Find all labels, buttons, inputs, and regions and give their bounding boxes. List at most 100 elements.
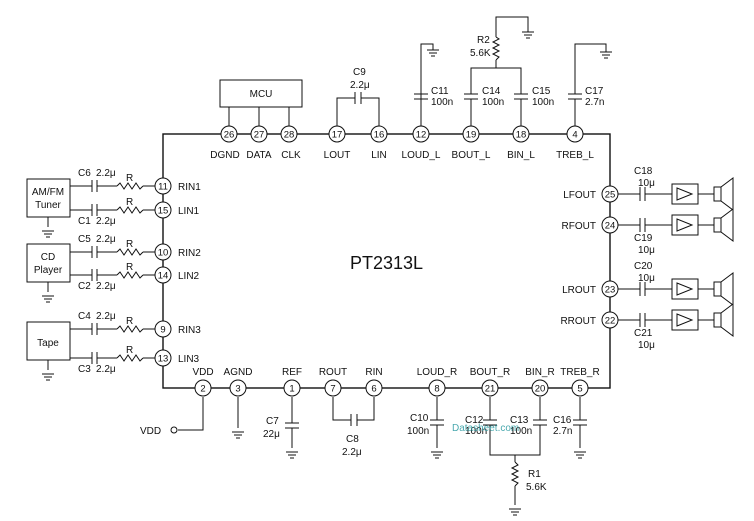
input-resistor-6 [116, 354, 144, 362]
pin-left-10-number: 10 [158, 248, 169, 259]
c17-value: 2.7n [585, 97, 604, 108]
c11-value: 100n [431, 97, 453, 108]
pin-label-bout_l: BOUT_L [452, 150, 491, 161]
speaker-icon-2 [713, 217, 722, 233]
pin-left-15-number: 15 [158, 206, 169, 217]
speaker-icon-1 [713, 186, 722, 202]
input-resistor-label-2: R [126, 197, 133, 208]
pin-label-rrout: RROUT [560, 316, 596, 327]
c11-name: C11 [431, 86, 449, 97]
pin-bottom-20-circle [531, 379, 549, 397]
pin-label-rout: ROUT [319, 367, 347, 378]
pin-label-data: DATA [246, 150, 272, 161]
pin-bottom-2-circle [194, 379, 212, 397]
pin-top-26-number: 26 [224, 130, 235, 141]
pin-label-lin3: LIN3 [178, 354, 200, 365]
input-resistor-3 [116, 248, 144, 256]
pin-top-16-circle [370, 125, 388, 143]
pin-top-12-number: 12 [416, 130, 427, 141]
input-cap-name-c5: C5 [78, 234, 91, 245]
speaker-icon-4 [713, 312, 722, 328]
pin-top-28-number: 28 [284, 130, 295, 141]
pin-label-bin_l: BIN_L [507, 150, 535, 161]
input-resistor-2 [116, 206, 144, 214]
pin-label-rin: RIN [365, 367, 382, 378]
r1-name: R1 [528, 469, 541, 480]
input-cap-value-c3: 2.2μ [96, 364, 116, 375]
pin-bottom-5-number: 5 [577, 384, 582, 395]
input-resistor-label-5: R [126, 316, 133, 327]
c13-name: C13 [510, 415, 529, 426]
pin-bottom-8-number: 8 [434, 384, 439, 395]
pin-label-treb_r: TREB_R [560, 367, 599, 378]
pin-label-dgnd: DGND [210, 150, 239, 161]
output-cap-name-c19: C19 [634, 233, 653, 244]
c8-value: 2.2μ [342, 447, 362, 458]
input-resistor-1 [116, 182, 144, 190]
output-cap-name-c20: C20 [634, 261, 653, 272]
c12-value: 100n [465, 426, 487, 437]
pin-label-vdd: VDD [192, 367, 213, 378]
pin-label-rin3: RIN3 [178, 325, 201, 336]
input-cap-name-c2: C2 [78, 281, 91, 292]
input-cap-value-c4: 2.2μ [96, 311, 116, 322]
output-cap-name-c21: C21 [634, 328, 653, 339]
c12-name: C12 [465, 415, 484, 426]
pin-top-4-circle [566, 125, 584, 143]
pin-label-rfout: RFOUT [562, 221, 596, 232]
pin-bottom-1-number: 1 [289, 384, 294, 395]
pin-label-agnd: AGND [224, 367, 253, 378]
c7-value: 22μ [263, 429, 280, 440]
c10-name: C10 [410, 413, 429, 424]
input-cap-value-c5: 2.2μ [96, 234, 116, 245]
c14-value: 100n [482, 97, 504, 108]
pin-top-18-number: 18 [516, 130, 527, 141]
pin-bottom-5-circle [571, 379, 589, 397]
svg-text:CD: CD [41, 252, 55, 263]
c15-value: 100n [532, 97, 554, 108]
input-cap-name-c3: C3 [78, 364, 91, 375]
pin-bottom-20-number: 20 [535, 384, 546, 395]
input-resistor-5 [116, 325, 144, 333]
c13-value: 100n [510, 426, 532, 437]
pin-label-lout: LOUT [324, 150, 351, 161]
c8-name: C8 [346, 434, 359, 445]
input-cap-value-c2: 2.2μ [96, 281, 116, 292]
pin-left-14-number: 14 [158, 271, 169, 282]
pin-left-13-number: 13 [158, 354, 169, 365]
pin-bottom-2-number: 2 [200, 384, 205, 395]
output-cap-name-c18: C18 [634, 166, 653, 177]
c7-name: C7 [266, 416, 279, 427]
input-cap-name-c4: C4 [78, 311, 91, 322]
input-cap-value-c6: 2.2μ [96, 168, 116, 179]
input-resistor-label-6: R [126, 345, 133, 356]
c10-value: 100n [407, 426, 429, 437]
c16-name: C16 [553, 415, 572, 426]
watermark: Datasheet.com [452, 423, 519, 434]
vdd-terminal: VDD [140, 426, 161, 437]
pin-bottom-21-number: 21 [485, 384, 496, 395]
pin-bottom-3-circle [229, 379, 247, 397]
output-cap-value-c21: 10μ [638, 340, 655, 351]
c15-name: C15 [532, 86, 551, 97]
r1-value: 5.6K [526, 482, 547, 493]
pin-top-27-circle [250, 125, 268, 143]
pin-bottom-3-number: 3 [235, 384, 240, 395]
pin-top-12-circle [412, 125, 430, 143]
pin-left-11-number: 11 [158, 182, 168, 193]
svg-text:Tuner: Tuner [35, 200, 61, 211]
input-cap-name-c1: C1 [78, 216, 91, 227]
pin-label-loud_r: LOUD_R [417, 367, 458, 378]
pin-bottom-7-number: 7 [330, 384, 335, 395]
pin-label-lrout: LROUT [562, 285, 596, 296]
svg-text:AM/FM: AM/FM [32, 187, 64, 198]
c9-name: C9 [353, 67, 366, 78]
pin-top-16-number: 16 [374, 130, 385, 141]
r2-value: 5.6K [470, 48, 491, 59]
pin-top-17-circle [328, 125, 346, 143]
pin-bottom-1-circle [283, 379, 301, 397]
pin-label-ref: REF [282, 367, 302, 378]
pin-top-19-circle [462, 125, 480, 143]
